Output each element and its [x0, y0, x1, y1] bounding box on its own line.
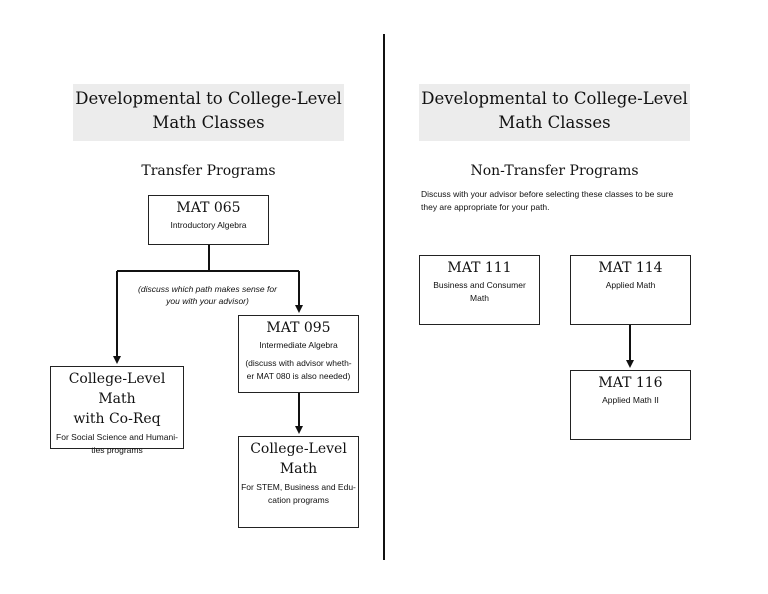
college-level-desc-line1: For STEM, Business and Edu-: [241, 482, 356, 492]
mat114-box: MAT 114 Applied Math: [570, 255, 691, 325]
mat111-name-line2: Math: [470, 293, 489, 303]
coreq-desc-line1: For Social Science and Humani-: [56, 432, 178, 442]
college-level-title: College-Level Math: [250, 441, 347, 477]
mat065-code: MAT 065: [176, 200, 241, 216]
advisor-advice-line2: they are appropriate for your path.: [421, 202, 550, 212]
mat095-box: MAT 095 Intermediate Algebra (discuss wi…: [238, 315, 359, 393]
coreq-box: College-Level Math with Co-Req For Socia…: [50, 366, 184, 455]
coreq-title-line2: with Co-Req: [73, 411, 161, 427]
mat111-name-line1: Business and Consumer: [433, 280, 526, 290]
right-heading-line1: Developmental to College-Level: [421, 89, 688, 108]
mat116-box: MAT 116 Applied Math II: [570, 370, 691, 440]
left-heading: Developmental to College-Level Math Clas…: [73, 84, 344, 141]
mat095-name: Intermediate Algebra: [259, 340, 338, 350]
mat095-note: (discuss with advisor wheth- er MAT 080 …: [239, 357, 358, 383]
mat116-code: MAT 116: [598, 375, 663, 391]
mat095-code: MAT 095: [266, 320, 331, 336]
advisor-advice: Discuss with your advisor before selecti…: [421, 188, 721, 214]
left-heading-line1: Developmental to College-Level: [75, 89, 342, 108]
right-heading-line2: Math Classes: [498, 113, 611, 132]
branch-note-line1: (discuss which path makes sense for: [138, 284, 277, 294]
advisor-advice-line1: Discuss with your advisor before selecti…: [421, 189, 674, 199]
mat065-name: Introductory Algebra: [170, 220, 247, 230]
mat065-box: MAT 065 Introductory Algebra: [148, 195, 269, 245]
branch-note-line2: you with your advisor): [166, 296, 249, 306]
college-level-box: College-Level Math For STEM, Business an…: [238, 436, 359, 528]
mat114-name: Applied Math: [605, 280, 656, 290]
non-transfer-programs-title: Non-Transfer Programs: [470, 163, 639, 179]
mat111-code: MAT 111: [447, 260, 512, 276]
college-level-desc-line2: cation programs: [268, 495, 329, 505]
mat111-box: MAT 111 Business and Consumer Math: [419, 255, 540, 325]
coreq-title-line1: College-Level Math: [68, 371, 166, 407]
mat095-note-line2: er MAT 080 is also needed): [246, 371, 351, 381]
transfer-programs-title: Transfer Programs: [141, 163, 276, 179]
right-heading: Developmental to College-Level Math Clas…: [419, 84, 690, 141]
mat095-note-line1: (discuss with advisor wheth-: [245, 358, 352, 368]
coreq-desc-line2: ties programs: [91, 445, 143, 455]
branch-note: (discuss which path makes sense for you …: [120, 283, 295, 307]
left-heading-line2: Math Classes: [152, 113, 265, 132]
mat116-name: Applied Math II: [602, 395, 659, 405]
mat114-code: MAT 114: [598, 260, 663, 276]
